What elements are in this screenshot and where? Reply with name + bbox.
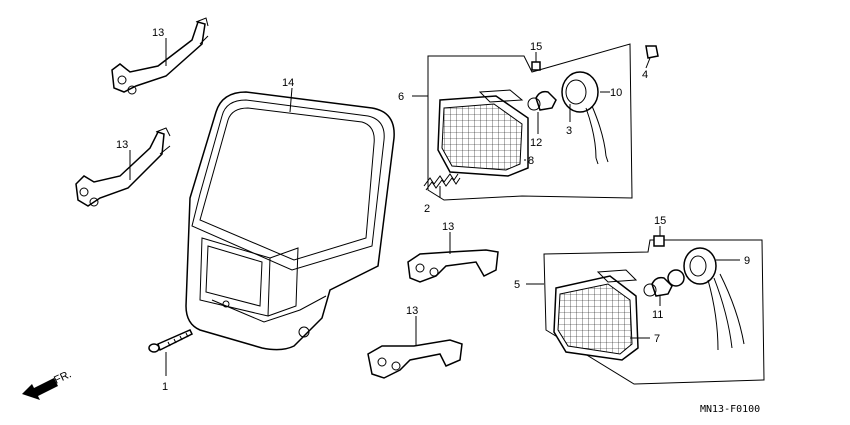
front-label: FR. — [52, 368, 73, 386]
mounting-stay-upper — [111, 17, 209, 95]
headlight-lens-upper — [437, 89, 529, 177]
callout-13-b: 13 — [116, 139, 128, 151]
bulb-socket-lower — [667, 247, 745, 351]
callout-13-d: 13 — [406, 305, 418, 317]
callout-12: 12 — [530, 137, 542, 149]
callout-11: 11 — [652, 309, 663, 321]
callout-14: 14 — [282, 77, 294, 89]
bulb-upper — [527, 90, 557, 111]
callout-9: 9 — [744, 255, 750, 267]
front-direction-arrow: FR. — [22, 368, 73, 400]
bulb-lower — [643, 276, 673, 297]
callout-labels: 13 13 14 1 2 6 15 4 10 12 3 8 13 15 9 5 … — [116, 27, 750, 393]
callout-4: 4 — [642, 69, 648, 81]
callout-15-b: 15 — [654, 215, 666, 227]
callout-13-c: 13 — [442, 221, 454, 233]
callout-2: 2 — [424, 203, 430, 215]
callout-10: 10 — [610, 87, 622, 99]
callout-3: 3 — [566, 125, 572, 137]
callout-1: 1 — [162, 381, 168, 393]
callout-13-a: 13 — [152, 27, 164, 39]
callout-6: 6 — [398, 91, 404, 103]
adjusting-spring — [423, 173, 461, 191]
callout-8: 8 — [528, 155, 534, 167]
mounting-bolt — [148, 329, 194, 353]
callout-7: 7 — [654, 333, 660, 345]
bulb-socket-upper — [561, 71, 609, 165]
callout-15-a: 15 — [530, 41, 542, 53]
clip-nut — [645, 45, 659, 59]
mounting-stay-lower-left — [367, 339, 463, 379]
lower-headlight-unit — [543, 235, 765, 385]
screw-lower — [653, 235, 665, 247]
headlight-case — [185, 91, 395, 351]
mounting-stay-lower-right — [407, 249, 499, 283]
leader-lines — [129, 38, 740, 376]
screw-upper — [531, 61, 541, 71]
upper-headlight-unit — [427, 43, 659, 201]
diagram-code: MN13-F0100 — [700, 404, 760, 415]
callout-5: 5 — [514, 279, 520, 291]
mounting-stay-middle — [75, 127, 171, 207]
headlight-lens-lower — [553, 269, 639, 361]
